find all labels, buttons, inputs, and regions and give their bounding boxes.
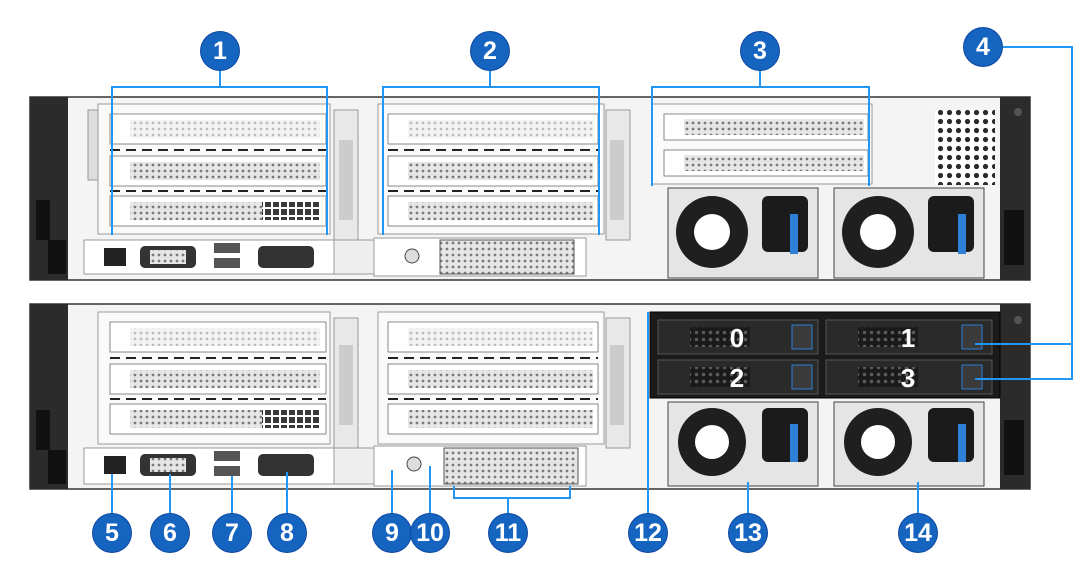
callout-1: 1 [201,32,239,70]
callout-12: 12 [629,514,667,552]
bottom-server [29,303,1031,490]
mgmt-port [104,456,126,474]
callout-8: 8 [268,514,306,552]
top-riser-3-slots [651,103,873,185]
top-io-row-2 [373,237,587,277]
drive-bay-1-label: 1 [900,323,916,353]
callout-10: 10 [411,514,449,552]
leader-lines [111,46,1073,524]
callout-14: 14 [899,514,937,552]
top-vent [935,110,995,185]
callout-11: 11 [489,514,527,552]
uid-button [406,456,422,472]
top-io-row-1 [83,239,335,275]
bottom-io-row-2 [373,445,587,487]
usb-port-b [214,466,240,476]
top-psu-1 [667,187,819,279]
serial-port [258,454,314,476]
drive-bay-0-label: 0 [729,323,745,353]
top-riser-2-slots [377,103,605,235]
callout-7: 7 [213,514,251,552]
callout-5: 5 [93,514,131,552]
drive-bay-cage [649,311,1001,399]
ocp-slot [443,447,579,485]
callout-9: 9 [373,514,411,552]
callout-3: 3 [741,32,779,70]
bottom-psu-2 [833,401,985,487]
bottom-io-row-1 [83,447,335,485]
top-riser-1-slots [87,103,331,235]
callout-2: 2 [471,32,509,70]
usb-port-a [214,451,240,461]
drive-bay-2-label: 2 [729,363,745,393]
callout-6: 6 [151,514,189,552]
callout-4: 4 [964,28,1002,66]
callout-13: 13 [729,514,767,552]
top-psu-2 [833,187,985,279]
drive-bay-3-label: 3 [900,363,916,393]
bottom-psu-1 [667,401,819,487]
bottom-riser-2-slots [377,311,605,445]
bottom-riser-1-slots [97,311,331,445]
top-server [29,96,1031,281]
